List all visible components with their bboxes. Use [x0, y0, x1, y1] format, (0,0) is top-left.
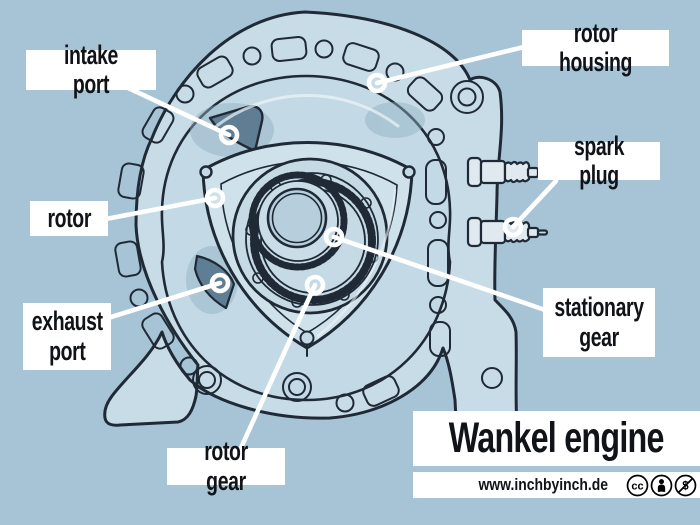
- leader-dot-stationary-gear: [323, 226, 345, 248]
- leader-intake-port: [121, 83, 232, 138]
- label-rotor-housing-text: rotor housing: [558, 17, 633, 77]
- leader-dot-intake-port: [218, 124, 240, 146]
- cc-icon: cc: [626, 474, 649, 496]
- leader-dot-rotor-gear: [304, 274, 326, 296]
- nc-icon: $: [674, 474, 697, 496]
- stationary-gear-teeth: [248, 171, 348, 271]
- leader-lines: [103, 44, 559, 453]
- apex-seal-right: [402, 165, 416, 179]
- label-rotor-housing: rotor housing: [522, 18, 669, 77]
- leader-rotor: [103, 195, 218, 222]
- label-intake-port: intake port: [26, 40, 156, 99]
- spark-plug-upper: [466, 156, 549, 188]
- label-stationary-gear-text: stationary gear: [554, 292, 644, 352]
- leader-exhaust-port: [105, 280, 223, 321]
- leader-spark-plug: [510, 178, 559, 230]
- leader-dot-rotor: [204, 187, 226, 209]
- label-exhaust-port-text: exhaust port: [31, 306, 103, 366]
- license-icons: cc $: [626, 474, 697, 497]
- gear-assembly: [231, 157, 389, 315]
- bottom-apex-pin: [299, 330, 315, 346]
- page-title: Wankel engine: [449, 414, 665, 462]
- label-intake-port-text: intake port: [63, 39, 119, 99]
- leader-stationary-gear: [331, 234, 548, 313]
- label-rotor-gear: rotor gear: [167, 437, 285, 495]
- website-text: www.inchbyinch.de: [478, 475, 608, 494]
- attribution-icon: [650, 474, 673, 496]
- label-rotor-text: rotor: [47, 202, 91, 233]
- leader-dot-exhaust-port: [209, 272, 231, 294]
- label-rotor-gear-text: rotor gear: [204, 436, 248, 496]
- svg-text:$: $: [682, 480, 689, 492]
- exhaust-port-shape: [193, 254, 236, 310]
- leader-rotor-gear: [237, 282, 318, 453]
- housing-bolt-pattern: [114, 35, 503, 413]
- leader-rotor-housing: [374, 44, 527, 86]
- leader-dot-spark-plug: [502, 216, 524, 238]
- title-banner: Wankel engine: [413, 411, 700, 466]
- label-spark-plug: spark plug: [538, 131, 660, 190]
- label-spark-plug-text: spark plug: [573, 130, 625, 190]
- label-exhaust-port: exhaust port: [23, 303, 111, 370]
- shaft-bore: [266, 187, 328, 249]
- label-stationary-gear: stationary gear: [543, 288, 655, 357]
- credit-bar: www.inchbyinch.de cc $: [413, 472, 700, 498]
- svg-text:cc: cc: [631, 480, 643, 492]
- apex-seal-left: [199, 165, 213, 179]
- label-rotor: rotor: [30, 201, 108, 236]
- leader-dot-rotor-housing: [366, 72, 388, 94]
